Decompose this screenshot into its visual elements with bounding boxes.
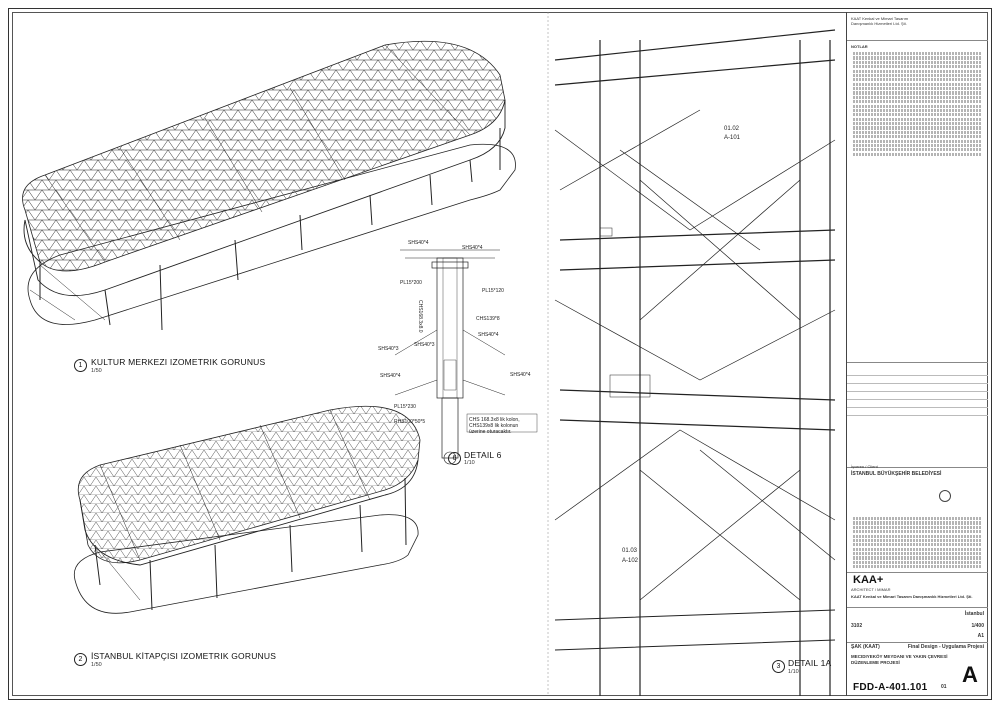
detail6-tag: PL15*230 [394, 404, 416, 410]
tb-revision: A [962, 662, 978, 687]
view-2-scale: 1/50 [91, 662, 102, 668]
view-2-title: İSTANBUL KİTAPÇISI IZOMETRIK GORUNUS [91, 651, 277, 661]
tb-notes-text [853, 52, 982, 157]
tb-sheet: 01 [941, 684, 947, 690]
detail6-tag: CHS168.3x8.0 [417, 300, 423, 333]
detail6-tag: SHS40*4 [478, 332, 499, 338]
drawing-sheet-border [8, 8, 992, 700]
view-1-title: KULTUR MERKEZI IZOMETRIK GORUNUS [91, 357, 266, 367]
tb-city: İstanbul [964, 611, 984, 617]
tb-project-sub: DÜZENLEME PROJESİ [851, 660, 900, 665]
detail6-tag: PL15*120 [482, 288, 504, 294]
view-1-scale: 1/50 [91, 368, 102, 374]
isometric-view-2-structure [73, 405, 421, 614]
tb-stage: Final Design - Uygulama Projesi [907, 644, 984, 650]
view-6-number: 6 [448, 452, 461, 465]
detail-6-drawing [394, 249, 538, 465]
tb-size: A1 [977, 633, 984, 639]
detail6-tag: SHS40*4 [510, 372, 531, 378]
detail1a-ref-b: A-102 [622, 558, 639, 564]
title-block: KAAT Kenkal ve Mimari Tasarım Danışmanlı… [846, 12, 988, 696]
detail6-tag: SHS40*4 [380, 373, 401, 379]
tb-firm-logo: KAA+ [853, 574, 884, 586]
tb-firm-name: KAAT Kenkal ve Mimari Tasarım Danışmanlı… [851, 594, 973, 599]
detail-1a-drawing [554, 29, 836, 696]
detail6-tag: RHS100*50*5 [394, 419, 426, 425]
detail1a-ref-a: 01.02 [724, 126, 740, 132]
tb-revision-grid [847, 368, 988, 416]
tb-doc-number: FDD-A-401.101 [853, 682, 928, 693]
tb-project: MECIDIYEKÖY MEYDANI VE YAKIN ÇEVRESİ [851, 654, 948, 659]
view-1-number: 1 [74, 359, 87, 372]
view-3-number: 3 [772, 660, 785, 673]
tb-client-label: İşveren / Client [851, 464, 878, 469]
view-3-scale: 1/10 [788, 669, 799, 675]
tb-stage-company: ŞAK (KAAT) [851, 644, 880, 650]
detail6-tag: SHS40*3 [378, 346, 399, 352]
compass-icon [939, 490, 951, 502]
tb-firm-sub: ARCHITECT / MIMAR [851, 587, 891, 592]
detail6-tag: PL15*200 [400, 280, 422, 286]
drawing-frame [12, 12, 988, 696]
view-2-number: 2 [74, 653, 87, 666]
tb-scale: 1/400 [971, 623, 984, 629]
detail1a-ref-b: A-101 [724, 135, 741, 141]
detail6-tag: SHS40*3 [414, 342, 435, 348]
tb-notes-title: NOTLAR [851, 44, 868, 49]
tb-client: İSTANBUL BÜYÜKŞEHİR BELEDİYESİ [851, 471, 942, 477]
detail6-tag: SHS40*4 [408, 240, 429, 246]
view-6-scale: 1/10 [464, 460, 475, 466]
view-3-title: DETAIL 1A [788, 658, 832, 668]
detail6-note: CHS 168.3x8 lik kolon, CHS139x8 lik kolo… [469, 417, 520, 435]
tb-code: 3102 [851, 623, 863, 629]
isometric-view-1-structure [22, 40, 516, 331]
tb-consultants [853, 517, 982, 570]
detail6-tag: SHS40*4 [462, 245, 483, 251]
detail6-tag: CHS139*8 [476, 316, 500, 322]
tb-header: KAAT Kenkal ve Mimari Tasarım Danışmanlı… [851, 16, 909, 26]
view-6-title: DETAIL 6 [464, 450, 502, 460]
detail1a-ref-a: 01.03 [622, 548, 638, 554]
